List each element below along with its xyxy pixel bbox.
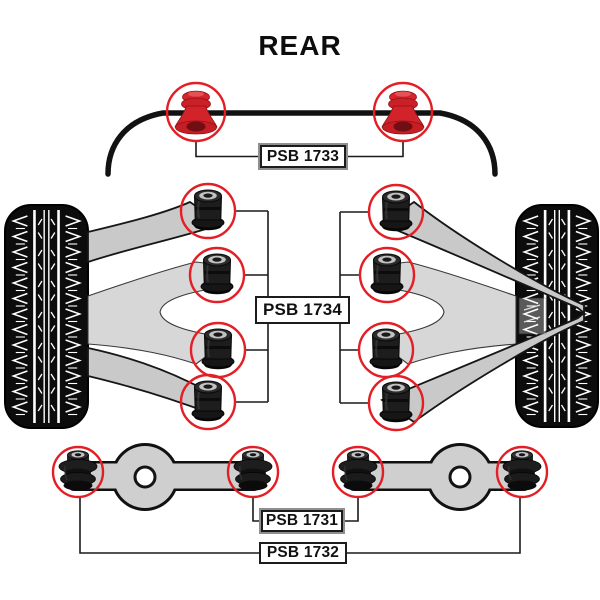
callout-line-psb1733-left — [195, 140, 260, 158]
left-tire — [4, 204, 89, 429]
control-arm-bushing — [369, 328, 403, 371]
callout-line-psb1731-right — [343, 497, 359, 522]
circle-marker — [179, 182, 237, 240]
circle-marker — [188, 246, 246, 304]
lower-arm-bushing — [58, 449, 98, 492]
control-arm-bushing — [379, 190, 413, 233]
sway-bar — [105, 110, 498, 177]
callout-line-psb1731-left — [252, 497, 261, 522]
control-arm-bushing — [370, 253, 404, 296]
right-upper-arm — [380, 200, 585, 315]
circle-marker — [358, 246, 416, 304]
lower-arm-bushing — [338, 449, 378, 492]
control-arm-bushing — [191, 380, 225, 423]
bottom-left-arm — [68, 443, 260, 511]
callout-psb-1731: PSB 1731 — [261, 510, 343, 532]
circle-marker — [226, 445, 280, 499]
circle-marker — [165, 81, 227, 143]
callout-psb-1733: PSB 1733 — [260, 145, 346, 168]
circle-marker — [51, 445, 105, 499]
control-arm-bushing — [201, 328, 235, 371]
circle-marker — [179, 373, 237, 431]
lower-arm-bushing — [233, 449, 273, 492]
circle-marker — [331, 445, 385, 499]
callout-psb-1734: PSB 1734 — [255, 296, 350, 324]
circle-marker — [495, 445, 549, 499]
circle-marker — [367, 183, 425, 241]
callout-line-psb1732-left — [79, 497, 259, 554]
bottom-right-arm — [348, 443, 530, 511]
callout-psb-1732: PSB 1732 — [259, 542, 347, 564]
control-arm-bushing — [379, 381, 413, 424]
circle-marker — [367, 374, 425, 432]
callout-line-psb1733-right — [346, 140, 404, 158]
control-arm-bushing — [200, 253, 234, 296]
lower-arm-bushing — [502, 449, 542, 492]
circle-marker — [372, 81, 434, 143]
page-title: REAR — [258, 30, 342, 61]
control-arm-bushing — [191, 189, 225, 232]
callout-line-psb1732-right — [347, 497, 521, 554]
right-hub-overlay — [518, 297, 547, 335]
right-lower-arm — [380, 311, 585, 424]
